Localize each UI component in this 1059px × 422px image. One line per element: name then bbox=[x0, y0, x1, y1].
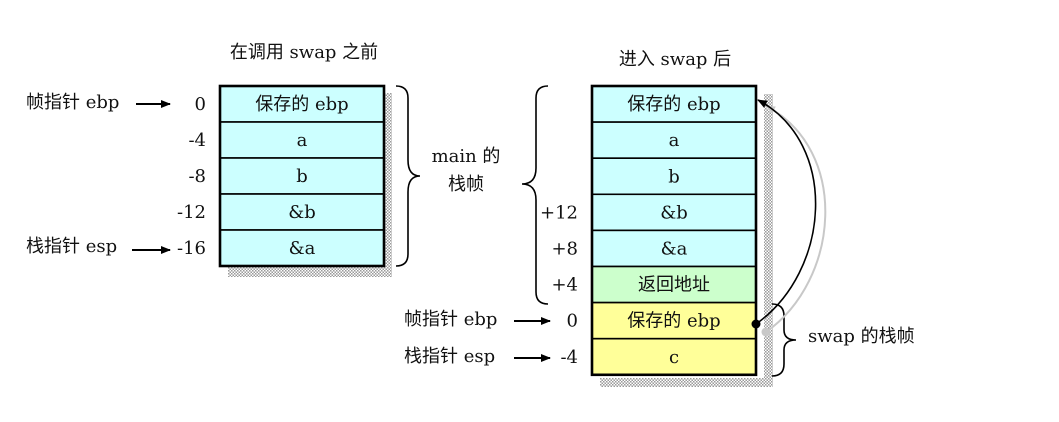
main-frame-brace-right bbox=[521, 85, 549, 305]
right-stack-cell-text: &a bbox=[661, 238, 688, 259]
left-stack-cell: 保存的 ebp 0 bbox=[195, 85, 385, 123]
right-title: 进入 swap 后 bbox=[619, 49, 731, 70]
right-stack-cells: 保存的 ebp ab&b +12&a +8 返回地址 +4 保存的 ebp 0 c -4 bbox=[540, 84, 758, 377]
main-frame-label-line2: 栈帧 bbox=[448, 174, 484, 195]
left-stack-cell-box bbox=[219, 157, 385, 195]
right-stack-cell-box bbox=[591, 337, 757, 376]
left-stack-outline bbox=[218, 84, 386, 268]
left-stack-cell: &a -16 bbox=[177, 229, 385, 267]
right-stack-offset-label: 0 bbox=[567, 311, 578, 332]
swap-frame-label: swap 的栈帧 bbox=[808, 326, 915, 347]
left-stack-cell: b -8 bbox=[188, 157, 385, 195]
right-stack-shadow bbox=[764, 94, 773, 386]
right-stack-cell: 返回地址 +4 bbox=[551, 265, 757, 304]
right-stack-cell-text: a bbox=[669, 130, 680, 151]
left-stack-cell-text: &b bbox=[288, 202, 316, 223]
left-stack-cells: 保存的 ebp 0 a -4 b -8&b -12&a -16 bbox=[177, 84, 386, 268]
right-stack-cell-box bbox=[591, 229, 757, 268]
right-stack-cell: &b +12 bbox=[540, 193, 757, 232]
left-stack: 在调用 swap 之前 保存的 ebp 0 a -4 b -8&b -12&a -16 帧指针… bbox=[26, 42, 500, 277]
left-frame-pointer-label: 帧指针 ebp bbox=[26, 92, 119, 113]
left-stack-cell: &b -12 bbox=[177, 193, 385, 231]
right-stack-offset-label: +4 bbox=[551, 275, 578, 296]
saved-ebp-dot bbox=[751, 319, 761, 329]
right-stack-cell-box bbox=[591, 85, 757, 123]
left-stack-cell-text: b bbox=[296, 166, 308, 187]
left-stack-cell-text: &a bbox=[289, 238, 316, 259]
right-stack-cell-text: &b bbox=[660, 202, 688, 223]
right-stack-cell-box bbox=[591, 265, 757, 304]
right-stack-pointer-label: 栈指针 esp bbox=[404, 346, 495, 367]
saved-ebp-link-shadow bbox=[765, 105, 827, 333]
right-stack-offset-label: +12 bbox=[540, 202, 578, 223]
main-frame-label-line1: main 的 bbox=[432, 146, 501, 167]
left-stack-cell-text: 保存的 ebp bbox=[255, 94, 348, 115]
left-title: 在调用 swap 之前 bbox=[230, 42, 378, 63]
saved-ebp-dot-shadow bbox=[761, 327, 771, 337]
right-stack-cell: c -4 bbox=[560, 337, 757, 376]
right-stack-outline bbox=[590, 84, 758, 377]
left-stack-cell: a -4 bbox=[188, 121, 385, 159]
right-stack-cell: b bbox=[591, 157, 757, 196]
left-stack-cell-text: a bbox=[297, 130, 308, 151]
right-stack-offset-label: +8 bbox=[551, 238, 578, 259]
swap-frame-brace bbox=[771, 303, 797, 377]
right-stack-cell-text: c bbox=[669, 347, 679, 368]
left-stack-cell-box bbox=[219, 121, 385, 159]
left-stack-offset-label: 0 bbox=[195, 94, 206, 115]
right-stack-cell: 保存的 ebp 0 bbox=[567, 301, 757, 340]
left-stack-cell-box bbox=[219, 85, 385, 123]
right-stack-cell-text: b bbox=[668, 166, 680, 187]
right-stack-cell-text: 返回地址 bbox=[638, 275, 710, 296]
right-stack-cell-text: 保存的 ebp bbox=[627, 94, 720, 115]
main-frame-brace-left bbox=[395, 85, 421, 267]
left-stack-offset-label: -16 bbox=[177, 238, 206, 259]
left-stack-offset-label: -12 bbox=[177, 202, 206, 223]
left-stack-offset-label: -4 bbox=[188, 130, 206, 151]
right-stack-cell: 保存的 ebp bbox=[591, 85, 757, 123]
left-stack-offset-label: -8 bbox=[188, 166, 206, 187]
right-frame-pointer-label: 帧指针 ebp bbox=[404, 309, 497, 330]
left-stack-pointer-label: 栈指针 esp bbox=[26, 236, 117, 257]
right-stack-offset-label: -4 bbox=[560, 347, 578, 368]
right-stack-cell-text: 保存的 ebp bbox=[627, 311, 720, 332]
right-stack-cell: &a +8 bbox=[551, 229, 757, 268]
right-stack-shadow-bottom bbox=[600, 378, 773, 387]
saved-ebp-link-arrow bbox=[755, 99, 817, 325]
right-stack-cell: a bbox=[591, 121, 757, 159]
